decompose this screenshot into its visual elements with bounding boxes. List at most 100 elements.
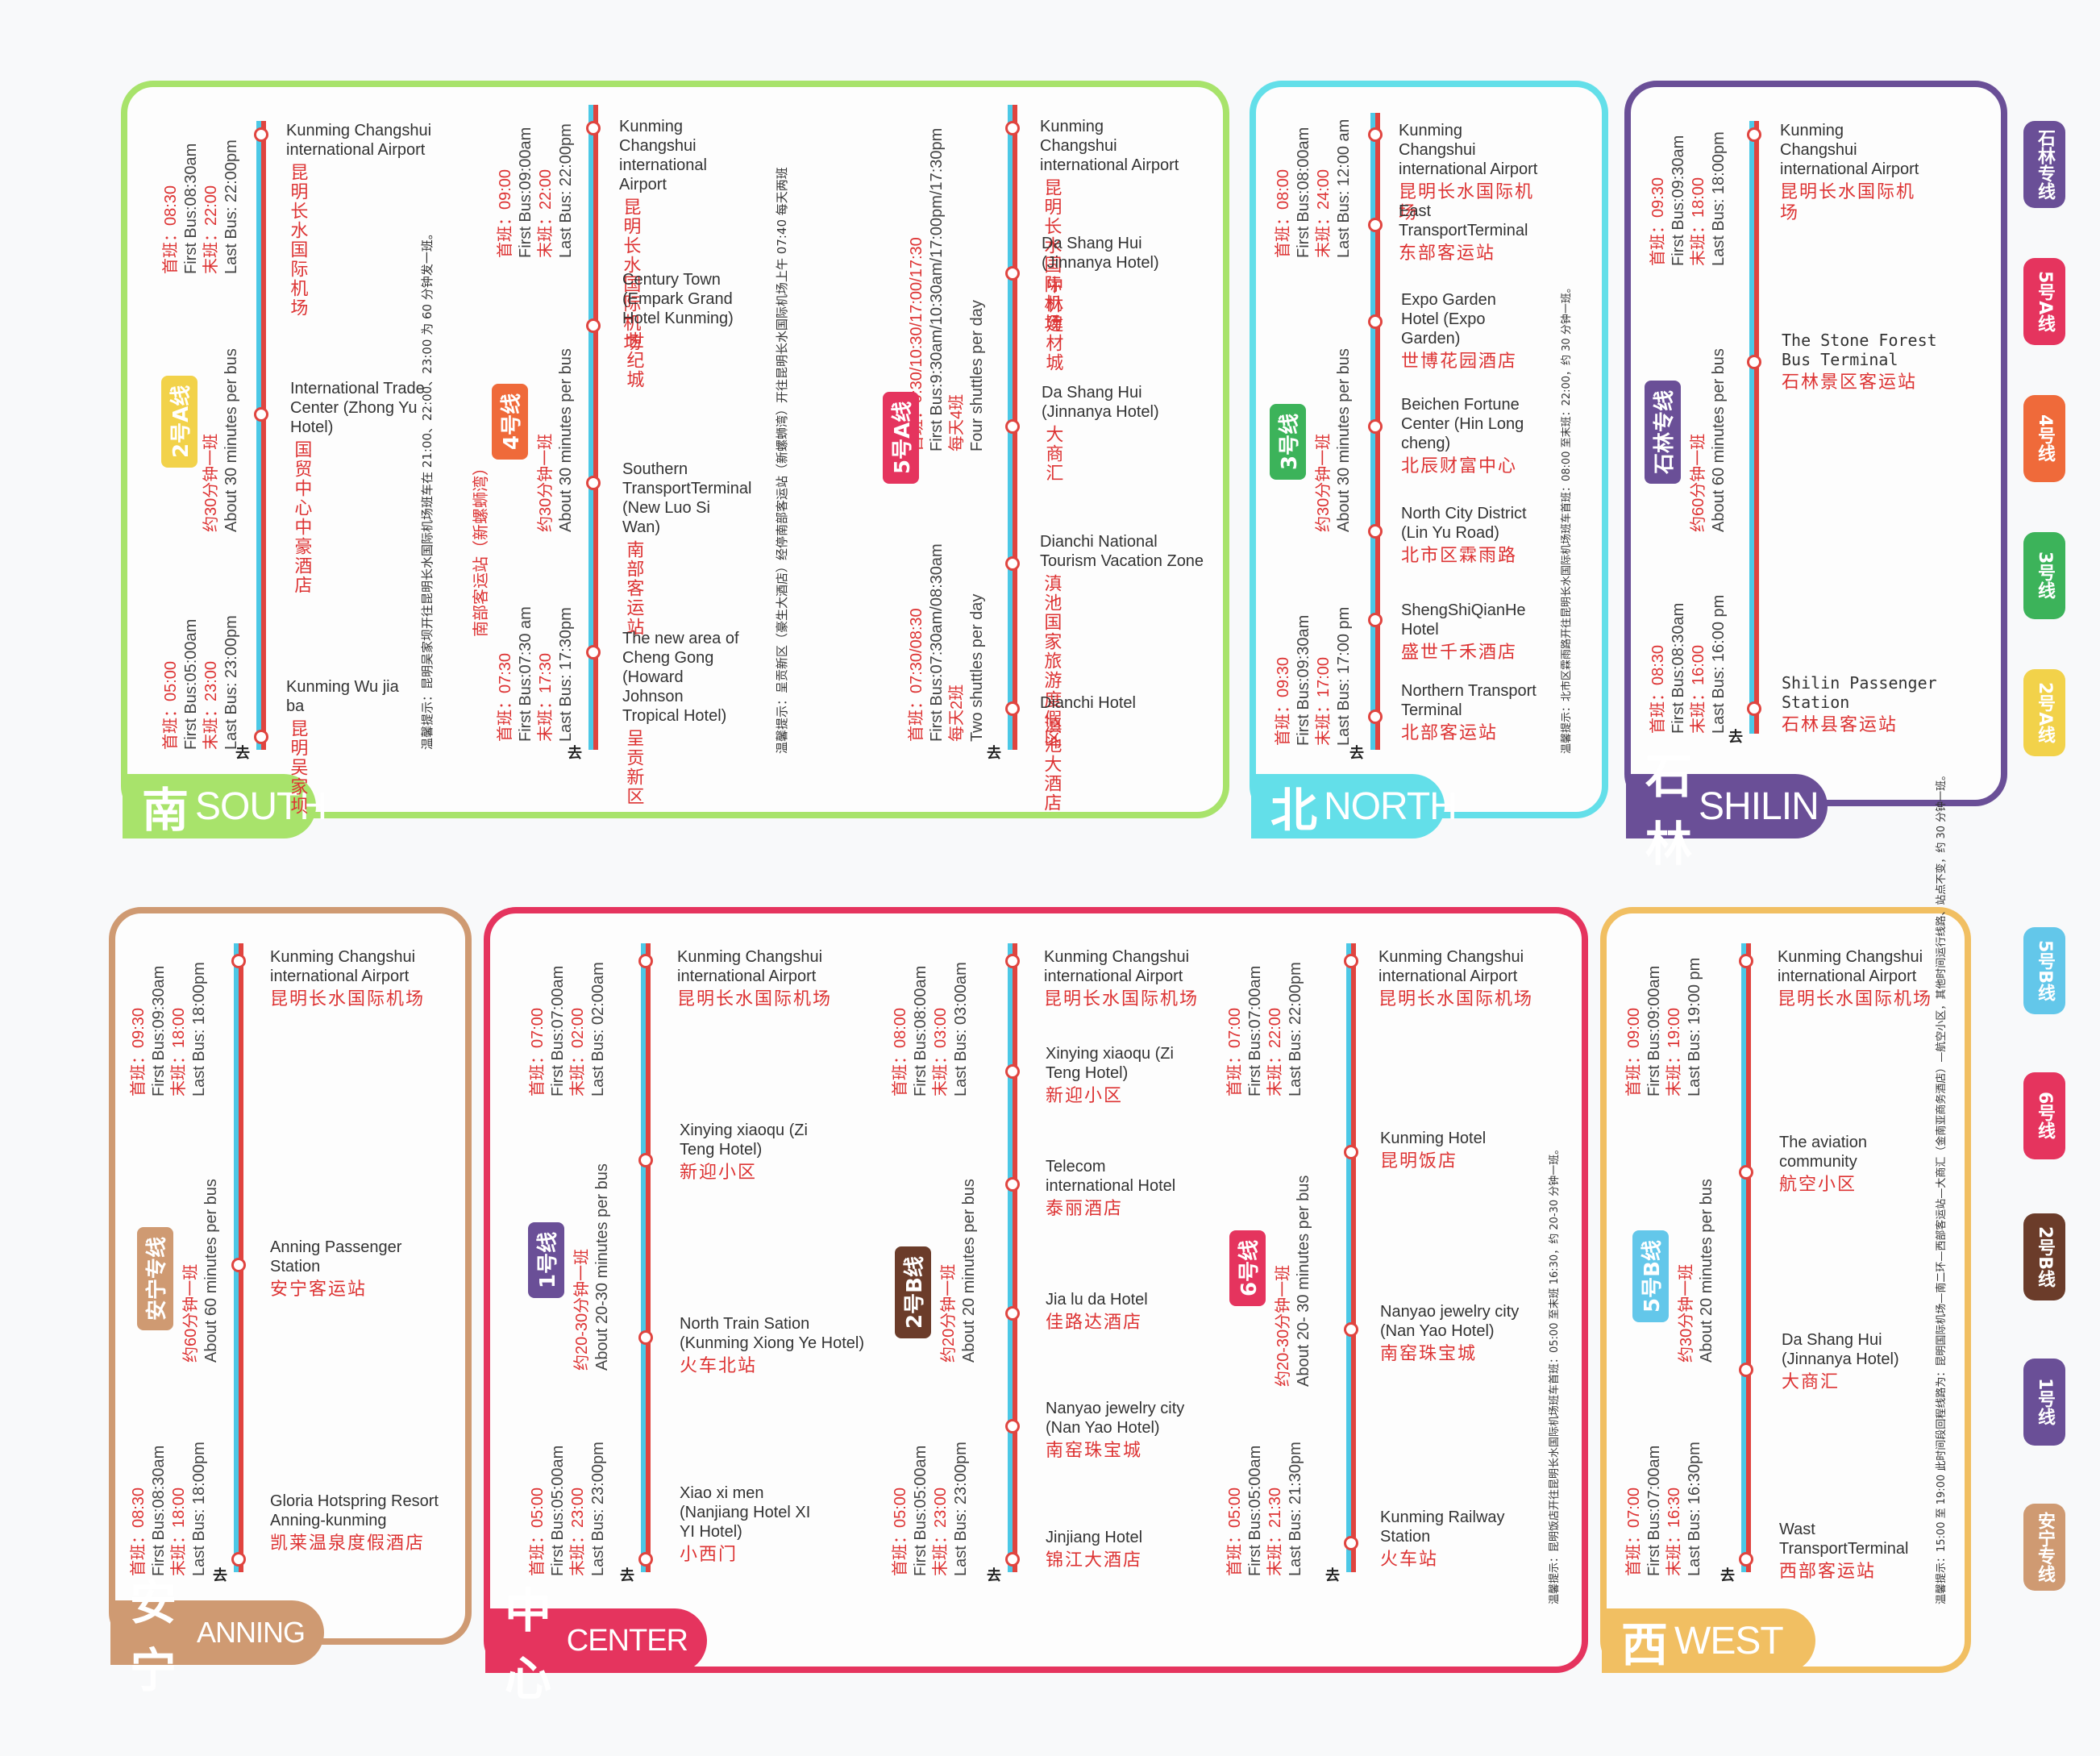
north-stop-5: North City District (Lin Yu Road)北市区霖雨路	[1401, 504, 1538, 567]
center-panel	[484, 907, 1588, 1673]
south-r3-badge: 5号A线	[883, 391, 919, 484]
c2-last-bot: 末班：23:00	[932, 1487, 950, 1576]
north-stop-dot	[1368, 419, 1383, 434]
stop-en: Kunming Changshui international Airport	[286, 122, 432, 159]
stop-zh: 呈贡新区	[623, 729, 644, 806]
south-r3-stop-3: Da Shang Hui (Jinnanya Hotel)大商汇	[1042, 383, 1162, 488]
w-last-top: 末班：19:00	[1665, 1007, 1683, 1096]
an-first-bot-en: First Bus:08:30am	[150, 1445, 168, 1576]
center-r1-stop-dot	[638, 1330, 653, 1345]
south-r1-stop-2: International Trade Center (Zhong Yu Hot…	[290, 379, 451, 600]
stop-en: Kunming Changshui international Airport	[1780, 122, 1919, 178]
south-tab: 南 SOUTH	[123, 774, 327, 838]
north-stop-dot	[1368, 709, 1383, 724]
c1-last-bot: 末班：23:00	[569, 1487, 587, 1576]
center-r2-freq: 约20分钟一班 About 20 minutes per bus	[939, 1179, 979, 1363]
center-r3-stop-dot	[1344, 1322, 1358, 1337]
center-r1-bot-times: 首班：05:00 First Bus:05:00am 末班：23:00 Last…	[528, 1442, 609, 1576]
stop-zh: 盛世千禾酒店	[1401, 643, 1518, 663]
south-r2-bot-times: 首班：07:30 First Bus:07:30 am 末班：17:30 Las…	[496, 606, 576, 742]
c3-last-bot-en: Last Bus: 21:30pm	[1287, 1442, 1304, 1576]
c1-last-bot-en: Last Bus: 23:00pm	[589, 1442, 607, 1576]
s1-first-top-en: First Bus:08:30am	[182, 143, 200, 274]
c3-first-bot: 首班：05:00	[1226, 1487, 1244, 1576]
sl-last-top-en: Last Bus: 18:00pm	[1710, 131, 1728, 266]
center-r2-stop-dot	[1005, 1419, 1020, 1434]
s3-last-top-en: Four shuttles per day	[968, 300, 986, 451]
sl-first-top: 首班：09:30	[1649, 177, 1667, 266]
s3-first-bot-en: First Bus:07:30am/08:30am	[928, 543, 946, 742]
stop-zh: 北部客运站	[1401, 723, 1499, 743]
stop-en: Anning Passenger Station	[270, 1238, 402, 1275]
stop-en: Kunming Wu jia ba	[286, 678, 399, 715]
south-r2-stop-4: The new area of Cheng Gong (Howard Johns…	[622, 629, 743, 811]
center-r1-freq: 约20-30分钟一班 About 20-30 minutes per bus	[572, 1163, 613, 1371]
stop-zh: 南部客运站	[623, 540, 644, 637]
route-end-marker: 去	[987, 1567, 1001, 1584]
stop-en: Jia lu da Hotel	[1046, 1291, 1148, 1309]
s2-pre: 南部客运站（新螺蛳湾）	[472, 460, 490, 637]
north-freq: 约30分钟一班 About 30 minutes per bus	[1314, 348, 1354, 532]
side-top-5a: 5号A线	[2023, 258, 2065, 345]
route-end-marker: 去	[213, 1567, 227, 1584]
n-first-top: 首班：08:00	[1275, 169, 1292, 258]
south-panel	[121, 81, 1229, 818]
c3-last-bot: 末班：21:30	[1266, 1487, 1284, 1576]
west-stop-dot	[1739, 1552, 1753, 1567]
north-tab-cn: 北	[1270, 783, 1318, 838]
n-last-top-en: Last Bus: 12:00 am	[1335, 119, 1353, 258]
n-freq-cn: 约30分钟一班	[1315, 433, 1333, 532]
center-r2-stop-5: Nanyao jewelry city (Nan Yao Hotel)南窑珠宝城	[1046, 1399, 1215, 1462]
c3-first-top: 首班：07:00	[1226, 1007, 1244, 1096]
sl-first-bot: 首班：08:30	[1649, 644, 1667, 734]
route-end-marker: 去	[1720, 1567, 1735, 1584]
c1-freq-en: About 20-30 minutes per bus	[593, 1163, 611, 1371]
center-r2-track	[1008, 943, 1017, 1572]
c3-first-bot-en: First Bus:05:00am	[1246, 1445, 1264, 1576]
s3-last-top: 每天4班	[948, 393, 966, 451]
w-last-bot: 末班：16:30	[1665, 1487, 1683, 1576]
c1-first-top: 首班：07:00	[529, 1007, 547, 1096]
anning-badge: 安宁专线	[137, 1226, 173, 1330]
s1-freq-cn: 约30分钟一班	[202, 433, 220, 532]
s1-last-bot: 末班：23:00	[202, 660, 220, 750]
stop-zh: 东部客运站	[1399, 243, 1496, 264]
stop-en: Southern TransportTerminal (New Luo Si W…	[622, 460, 752, 536]
stop-en: Nanyao jewelry city (Nan Yao Hotel)	[1380, 1303, 1520, 1340]
shilin-stop-dot	[1747, 127, 1761, 142]
north-note: 温馨提示：北市区霖雨路开往昆明长水国际机场班车首班：08:00 至末班：22:0…	[1561, 282, 1573, 754]
stop-en: Kunming Changshui international Airport	[1778, 948, 1923, 985]
center-r3-stop-dot	[1344, 1145, 1358, 1159]
west-stop-dot	[1739, 1363, 1753, 1377]
stop-zh: 南窑珠宝城	[1046, 1441, 1143, 1461]
south-r2-stop-dot	[586, 121, 601, 135]
stop-zh: 安宁客运站	[270, 1280, 368, 1300]
stop-en: Kunming Railway Station	[1380, 1508, 1505, 1546]
stop-en: Kunming Changshui international Airport	[677, 948, 823, 985]
w-freq-en: About 20 minutes per bus	[1698, 1179, 1715, 1363]
center-r3-badge: 6号线	[1229, 1230, 1266, 1306]
c2-first-top-en: First Bus:08:00am	[912, 965, 929, 1096]
w-last-top-en: Last Bus: 19:00 pm	[1686, 957, 1703, 1096]
anning-stop-dot	[231, 1552, 246, 1567]
s1-freq-en: About 30 minutes per bus	[222, 348, 240, 532]
north-stop-dot	[1368, 613, 1383, 627]
c3-freq-en: About 20- 30 minutes per bus	[1295, 1175, 1312, 1387]
s2-last-top: 末班：22:00	[537, 169, 555, 258]
center-r1-stop-dot	[638, 1552, 653, 1567]
s2-freq-en: About 30 minutes per bus	[557, 348, 575, 532]
stop-zh: 泰丽酒店	[1046, 1199, 1124, 1219]
n-first-top-en: First Bus:08:00am	[1295, 127, 1312, 258]
route-end-marker: 去	[987, 745, 1001, 762]
stop-zh: 西部客运站	[1779, 1562, 1877, 1582]
shilin-bot-times: 首班：08:30 First Bus:08:30am 末班：16:00 Last…	[1649, 595, 1729, 734]
south-r1-stop-dot	[254, 407, 268, 422]
c2-first-top: 首班：08:00	[892, 1007, 909, 1096]
